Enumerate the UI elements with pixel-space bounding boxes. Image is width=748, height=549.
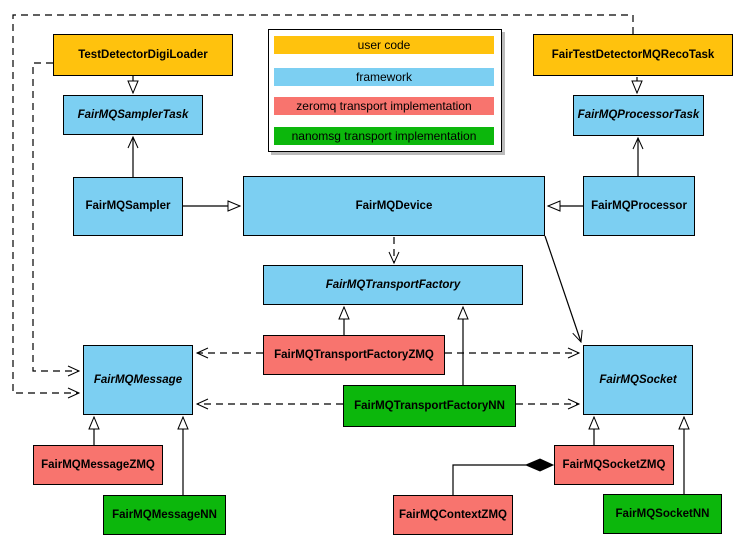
- class-fairmq-transport-factory-zmq: FairMQTransportFactoryZMQ: [263, 335, 445, 375]
- class-label: FairTestDetectorMQRecoTask: [551, 48, 715, 61]
- edge-recotask-message: [12, 14, 634, 399]
- legend-item-zeromq: zeromq transport implementation: [274, 97, 494, 115]
- legend-label: nanomsg transport implementation: [291, 129, 477, 143]
- class-fairmq-socket-zmq: FairMQSocketZMQ: [554, 445, 674, 485]
- legend-label: user code: [357, 38, 411, 52]
- edge-contextzmq-socketzmq: [452, 464, 526, 495]
- legend-item-nanomsg: nanomsg transport implementation: [274, 127, 494, 145]
- class-test-detector-digi-loader: TestDetectorDigiLoader: [53, 34, 233, 76]
- edge-digiloader-message: [32, 62, 81, 377]
- class-label: FairMQSocketZMQ: [562, 458, 666, 471]
- class-label: FairMQSocketNN: [615, 507, 710, 520]
- class-label: FairMQDevice: [355, 199, 433, 212]
- class-label: FairMQSampler: [85, 200, 171, 213]
- class-fairmq-device: FairMQDevice: [243, 176, 545, 236]
- class-fairmq-message-nn: FairMQMessageNN: [103, 495, 226, 535]
- class-fairmq-transport-factory: FairMQTransportFactory: [263, 265, 523, 305]
- legend-label: framework: [355, 70, 412, 84]
- class-label: FairMQTransportFactory: [325, 278, 461, 291]
- class-fairmq-sampler: FairMQSampler: [73, 177, 183, 236]
- class-fairmq-message: FairMQMessage: [83, 345, 193, 415]
- class-fairmq-context-zmq: FairMQContextZMQ: [393, 495, 513, 535]
- edge-device-socket: [544, 235, 583, 344]
- class-label: FairMQMessage: [93, 373, 183, 386]
- class-fairmq-processor: FairMQProcessor: [583, 176, 695, 236]
- class-label: FairMQTransportFactoryNN: [354, 399, 505, 412]
- class-fairmq-socket-nn: FairMQSocketNN: [603, 494, 722, 534]
- class-label: FairMQMessageZMQ: [41, 458, 155, 471]
- class-fairmq-processor-task: FairMQProcessorTask: [573, 95, 704, 136]
- class-label: FairMQContextZMQ: [399, 508, 507, 521]
- class-label: FairMQProcessor: [591, 199, 687, 212]
- class-label: FairMQSamplerTask: [77, 108, 189, 121]
- legend-item-framework: framework: [274, 68, 494, 86]
- class-label: FairMQProcessorTask: [577, 109, 700, 122]
- composition-diamond-icon: [524, 458, 555, 472]
- class-label: FairMQMessageNN: [112, 508, 217, 521]
- class-label: FairMQSocket: [599, 373, 677, 386]
- legend-item-user-code: user code: [274, 36, 494, 54]
- class-label: FairMQTransportFactoryZMQ: [274, 348, 434, 361]
- class-fairmq-sampler-task: FairMQSamplerTask: [63, 95, 203, 135]
- class-label: TestDetectorDigiLoader: [78, 48, 208, 61]
- class-fairmq-socket: FairMQSocket: [583, 345, 693, 415]
- legend: user code framework zeromq transport imp…: [268, 29, 502, 152]
- class-fairmq-message-zmq: FairMQMessageZMQ: [33, 445, 163, 485]
- legend-label: zeromq transport implementation: [296, 99, 472, 113]
- class-fairmq-transport-factory-nn: FairMQTransportFactoryNN: [343, 385, 516, 427]
- class-fair-test-detector-mq-reco-task: FairTestDetectorMQRecoTask: [533, 34, 733, 76]
